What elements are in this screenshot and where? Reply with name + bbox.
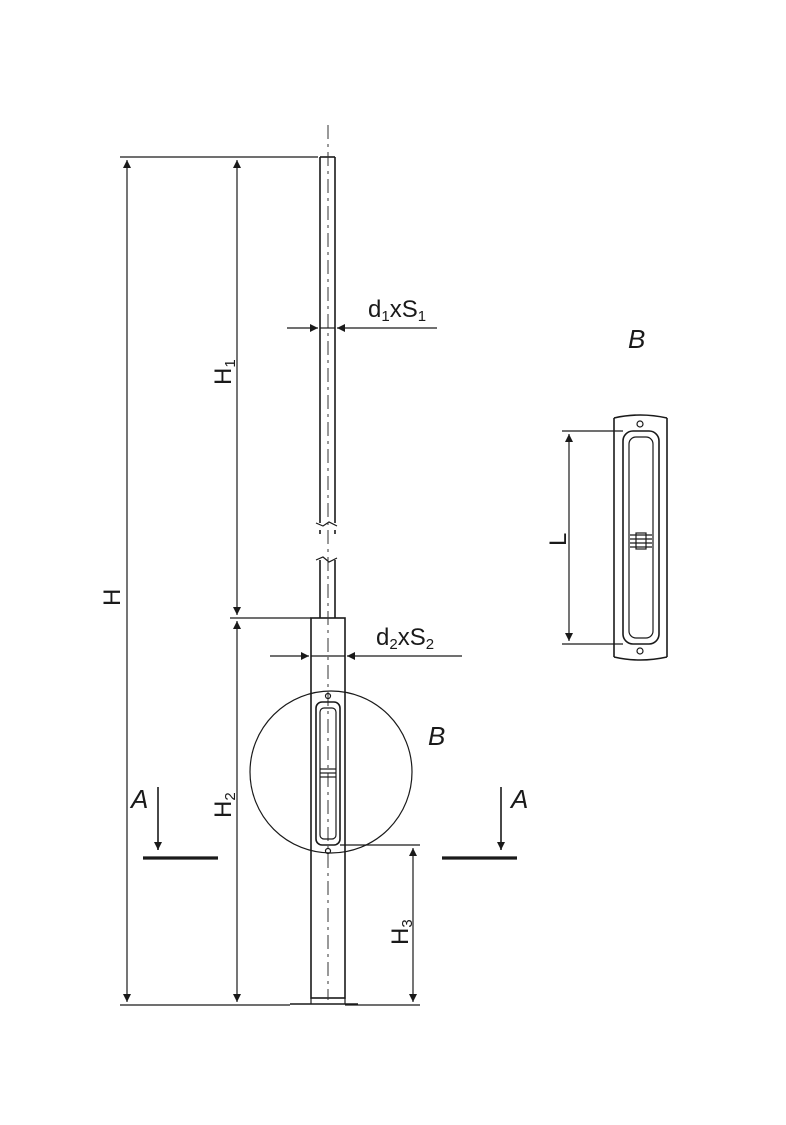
upper-height-label: H1 [210,359,239,385]
dim-upper-section: d1xS1 [287,296,437,332]
dim-total-height: H [99,156,318,1006]
section-mark-right: A [442,784,528,860]
detail-circle-label: B [428,721,445,751]
break-line-top [315,521,338,527]
detail-circle [249,690,413,854]
section-mark-left: A [129,784,218,860]
detail-view-hatch [613,414,668,661]
dim-hatch-length: L [545,430,623,645]
break-line-bottom [315,556,338,563]
section-label-right: A [509,784,528,814]
dim-upper-height: H1 [210,160,311,619]
lower-tube [290,617,358,1005]
upper-tube [315,156,338,618]
upper-section-label: d1xS1 [368,296,426,325]
dim-hatch-height: H3 [340,844,420,1006]
dim-lower-height: H2 [210,621,241,1002]
lower-height-label: H2 [210,792,239,818]
hatch-length-label: L [545,533,572,546]
dim-lower-section: d2xS2 [270,624,462,660]
section-label-left: A [129,784,148,814]
hatch-height-label: H3 [387,919,416,945]
total-height-label: H [99,589,126,606]
lower-section-label: d2xS2 [376,624,434,653]
detail-view-label: B [628,324,645,354]
